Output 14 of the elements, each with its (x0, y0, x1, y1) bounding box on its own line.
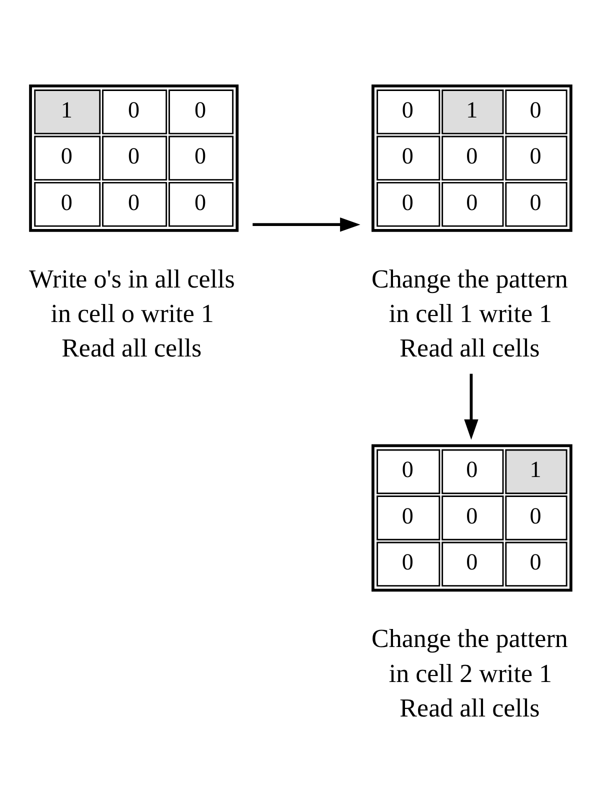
node-box: 0 0 1 0 0 0 0 0 0 (372, 444, 572, 592)
node-label: Read all cells (62, 334, 202, 363)
node-label: Read all cells (400, 334, 540, 363)
node-label: Change the pattern (372, 264, 568, 294)
node-label: Write o's in all cells (29, 264, 235, 294)
node-label: in cell 1 write 1 (388, 298, 552, 328)
arrow (252, 218, 360, 232)
node-label: in cell o write 1 (50, 298, 214, 328)
node-label: Change the pattern (372, 624, 568, 654)
node-label: Read all cells (400, 693, 540, 722)
node-box: 0 1 0 0 0 0 0 0 0 (372, 84, 572, 232)
arrow (464, 374, 478, 440)
node-box: 1 0 0 0 0 0 0 0 0 (29, 84, 239, 232)
node-label: in cell 2 write 1 (388, 658, 552, 688)
